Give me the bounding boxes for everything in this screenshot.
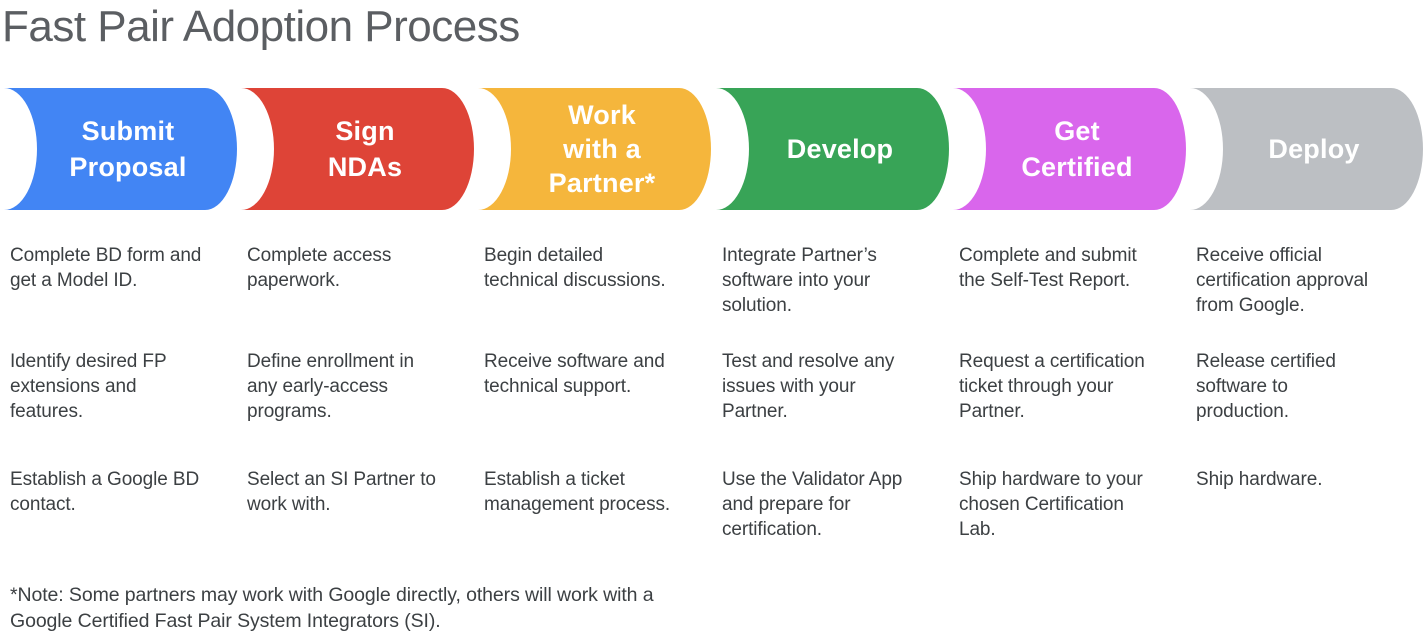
stage-label: Get Certified xyxy=(1021,116,1133,182)
step-text: Receive software and technical support. xyxy=(484,351,665,397)
step-text: Complete and submit the Self-Test Report… xyxy=(959,245,1137,291)
step-text: Define enrollment in any early-access pr… xyxy=(247,351,414,422)
stage-arrow-shape xyxy=(953,88,1186,210)
step-text: Complete BD form and get a Model ID. xyxy=(10,245,202,291)
footnote: *Note: Some partners may work with Googl… xyxy=(10,584,654,632)
step-text: Test and resolve any issues with your Pa… xyxy=(722,351,895,422)
step-text: Receive official certification approval … xyxy=(1196,245,1369,316)
stage-label: Develop xyxy=(786,134,894,164)
step-text: Ship hardware to your chosen Certificati… xyxy=(959,469,1143,540)
stage-arrow-shape xyxy=(241,88,474,210)
stage-label: Submit Proposal xyxy=(69,116,187,182)
stage-arrow-shape xyxy=(4,88,237,210)
step-text: Identify desired FP extensions and featu… xyxy=(10,351,167,422)
step-text: Establish a Google BD contact. xyxy=(10,469,200,515)
step-text: Request a certification ticket through y… xyxy=(959,351,1145,422)
step-text: Ship hardware. xyxy=(1196,469,1323,490)
stage-develop: Develop xyxy=(713,88,949,210)
stage-arrow-shape xyxy=(478,88,711,210)
step-text: Select an SI Partner to work with. xyxy=(247,469,436,515)
stage-label: Deploy xyxy=(1268,134,1360,164)
stage-deploy: Deploy xyxy=(1187,88,1423,210)
stage-sign-ndas: Sign NDAs xyxy=(238,88,474,210)
step-text: Begin detailed technical discussions. xyxy=(484,245,666,291)
stage-arrow-shape xyxy=(716,88,949,210)
page-title: Fast Pair Adoption Process xyxy=(2,2,520,51)
step-text: Integrate Partner’s software into your s… xyxy=(722,245,877,316)
step-text: Use the Validator App and prepare for ce… xyxy=(722,469,903,540)
step-text: Establish a ticket management process. xyxy=(484,469,671,515)
stage-arrow-shape xyxy=(1190,88,1423,210)
step-text: Release certified software to production… xyxy=(1196,351,1336,422)
stage-get-certified: Get Certified xyxy=(950,88,1186,210)
stage-work-with-partner: Work with a Partner* xyxy=(475,88,711,210)
step-text: Complete access paperwork. xyxy=(247,245,392,291)
stage-label: Work with a Partner* xyxy=(548,100,656,198)
stage-label: Sign NDAs xyxy=(327,116,403,182)
stage-submit-proposal: Submit Proposal xyxy=(1,88,237,210)
